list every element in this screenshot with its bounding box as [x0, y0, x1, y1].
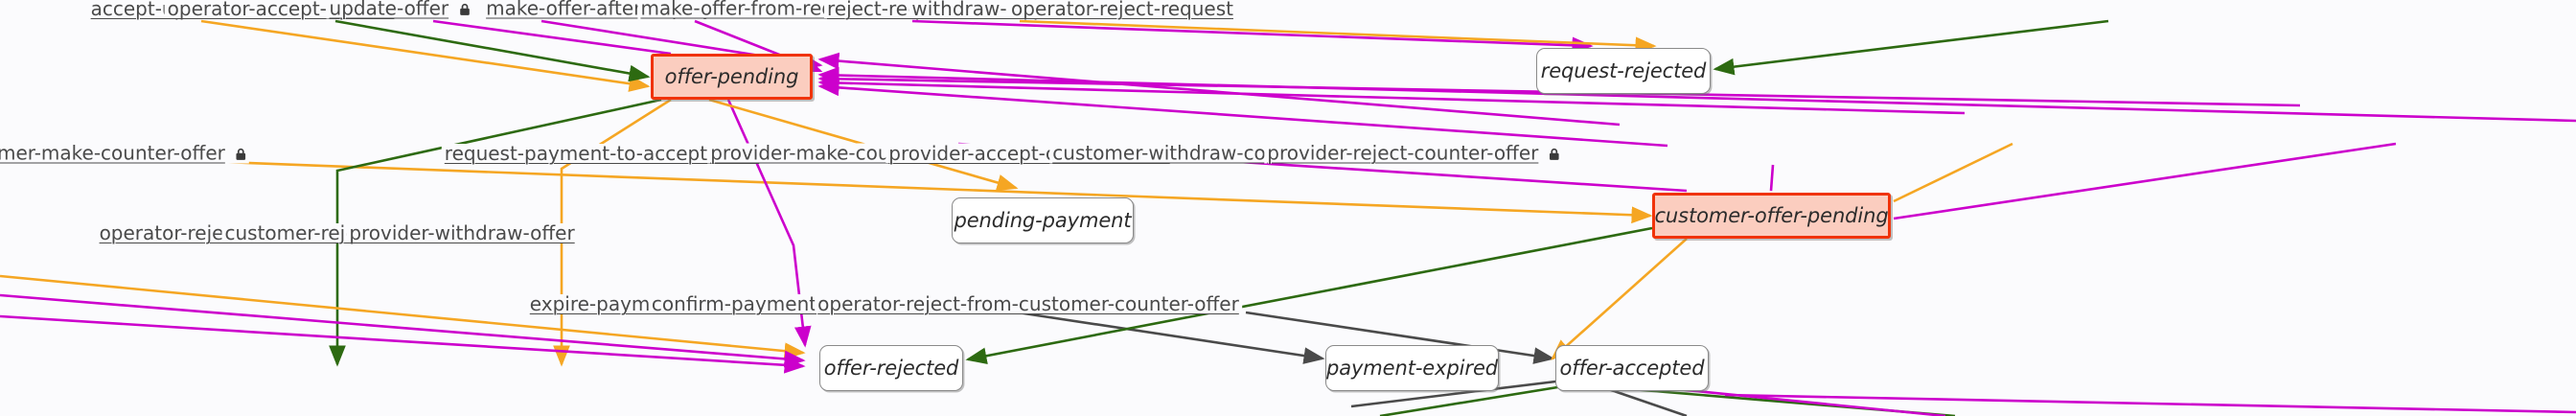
lock-icon [236, 145, 246, 164]
lock-icon [459, 0, 470, 19]
edge-label-provider-withdraw-offer[interactable]: provider-withdraw-offer [346, 221, 578, 244]
edge-operator-reject-from-customer-counter-offer [965, 226, 1653, 365]
edge-label-provider-reject-counter-offer[interactable]: provider-reject-counter-offer [1264, 141, 1563, 165]
edge-operator-accept-update [334, 19, 651, 82]
edge-op-out-2 [553, 98, 672, 367]
edge-reject-request [911, 19, 1594, 55]
edge-label-confirm-payment[interactable]: confirm-payment [648, 292, 820, 315]
edge-label-text: operator-reject-request [1011, 0, 1233, 20]
edge-label-text: update-offer [329, 0, 449, 20]
edge-label-text: provider-withdraw-offer [349, 221, 575, 244]
state-node-request-rejected[interactable]: request-rejected [1536, 48, 1711, 94]
edge-operator-reject-request [1713, 19, 2109, 76]
edge-customer-make-counter-offer [196, 159, 1653, 224]
state-node-label: payment-expired [1325, 357, 1499, 380]
edge-label-customer-make-counter-offer[interactable]: customer-make-counter-offer [0, 141, 250, 165]
edge-label-expire-payment[interactable]: expire-payment [526, 292, 685, 315]
state-node-payment-expired[interactable]: payment-expired [1325, 345, 1499, 391]
state-node-pending-payment[interactable]: pending-payment [952, 197, 1134, 243]
edge-label-text: request-payment-to-accept-offer [444, 142, 760, 165]
edge-lowleft-in-3 [0, 314, 806, 374]
edge-label-text: expire-payment [529, 292, 682, 315]
edge-label-text: confirm-payment [651, 292, 817, 315]
state-node-label: offer-accepted [1559, 357, 1705, 380]
edge-lowleft-in-2 [0, 293, 806, 368]
edge-accept-update [200, 19, 651, 92]
edge-provider-reject-counter-offer [1893, 142, 2397, 220]
edge-label-text: provider-reject-counter-offer [1267, 141, 1539, 165]
state-node-label: offer-pending [664, 65, 799, 88]
edge-provider-accept-counter-offer [1769, 164, 1775, 192]
state-node-offer-accepted[interactable]: offer-accepted [1555, 345, 1709, 391]
edge-lowleft-in-1 [0, 274, 806, 359]
edge-label-operator-reject-request[interactable]: operator-reject-request [1008, 0, 1236, 18]
edge-label-update-offer[interactable]: update-offer [326, 0, 473, 20]
state-node-label: customer-offer-pending [1654, 204, 1889, 227]
edge-offerpending-in-d [817, 79, 1668, 148]
edge-offerpending-in-c [817, 74, 1966, 115]
edge-confirm-payment [1245, 311, 1555, 364]
state-node-offer-pending[interactable]: offer-pending [651, 54, 813, 100]
edge-offerpending-in-e [817, 52, 1621, 127]
edge-customer-withdraw-counter-offer [1893, 142, 2013, 203]
edge-label-request-payment-to-accept-offer[interactable]: request-payment-to-accept-offer [441, 142, 763, 165]
lock-icon [1550, 145, 1560, 164]
edge-bottom-green-2 [1379, 381, 1582, 416]
edge-cop-accept [1551, 238, 1688, 360]
edge-expire-payment [1017, 311, 1325, 364]
state-node-label: offer-rejected [823, 357, 959, 380]
edge-label-text: make-offer-from-request [640, 0, 876, 20]
state-node-offer-rejected[interactable]: offer-rejected [819, 345, 963, 391]
edge-label-text: customer-make-counter-offer [0, 141, 225, 165]
edge-withdraw-request [1019, 19, 1657, 55]
edge-label-text: operator-reject-from-customer-counter-of… [817, 292, 1239, 315]
edge-bottom-gray-2 [1350, 378, 1573, 408]
edge-op-out-1 [329, 98, 662, 367]
edge-update-offer [432, 19, 672, 56]
edge-bottom-magenta-1 [1667, 386, 1946, 416]
edge-label-operator-reject-from-customer-counter-offer[interactable]: operator-reject-from-customer-counter-of… [815, 294, 1242, 313]
state-node-label: pending-payment [954, 209, 1132, 232]
state-node-label: request-rejected [1540, 59, 1707, 82]
edge-bottom-magenta-2 [1724, 393, 2576, 414]
state-node-customer-offer-pending[interactable]: customer-offer-pending [1652, 193, 1891, 239]
